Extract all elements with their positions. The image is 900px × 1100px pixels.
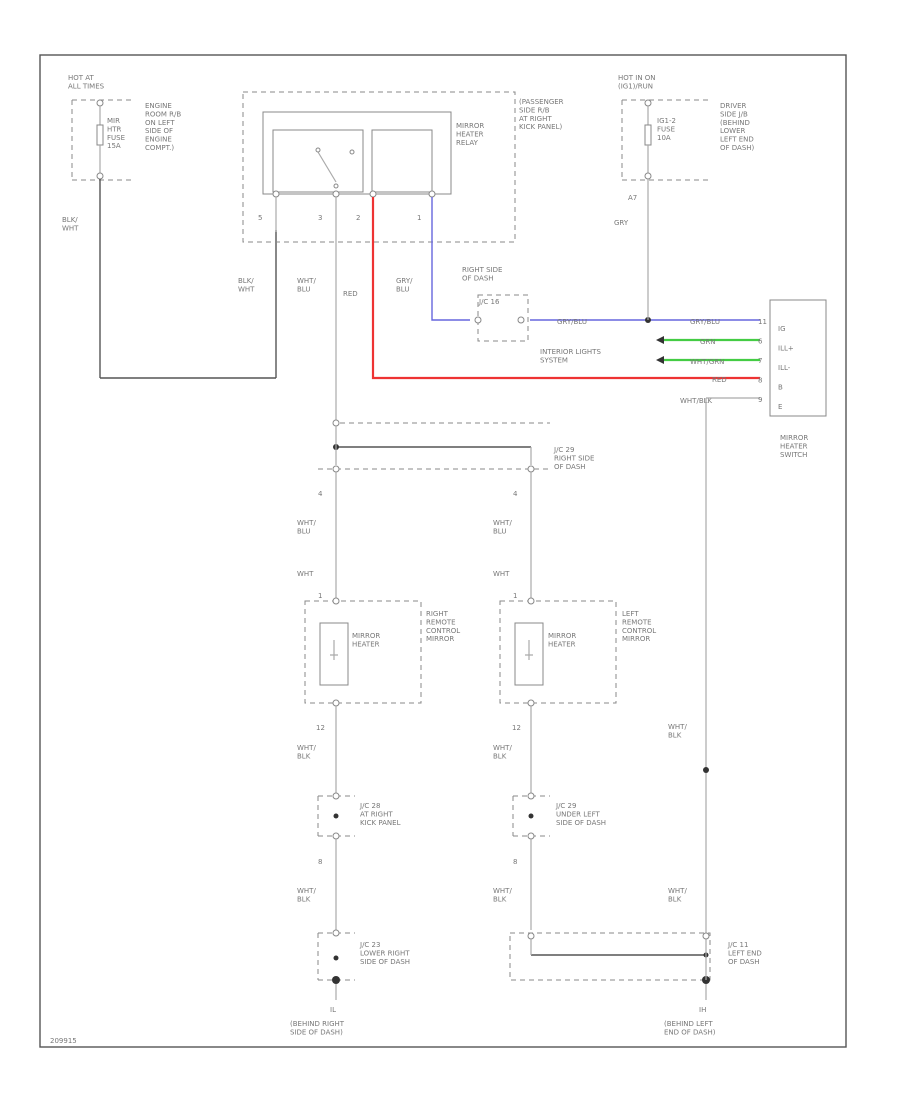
left-fuse-box bbox=[71, 99, 135, 181]
wire-color-gry-blu-h2: GRY/BLU bbox=[690, 318, 720, 326]
wire-color-wht-grn: WHT/GRN bbox=[690, 358, 724, 366]
relay-pin-5: 5 bbox=[258, 214, 262, 222]
wire-color-red: RED bbox=[343, 290, 358, 298]
ground-splice-dot bbox=[703, 767, 709, 773]
right-fuse-box bbox=[621, 99, 710, 181]
ground-ih-id: IH bbox=[699, 1006, 706, 1014]
jc11-box bbox=[509, 932, 711, 981]
relay-pin-2-node bbox=[369, 190, 377, 198]
left-remote-mirror-box bbox=[499, 600, 617, 704]
fuse-pin-a7: A7 bbox=[628, 194, 637, 202]
left-fuse-15a bbox=[96, 124, 104, 146]
wire-gry-blu bbox=[431, 197, 470, 321]
relay-pin-1: 1 bbox=[417, 214, 421, 222]
wire-color-wht-blk: WHT/BLK bbox=[680, 397, 713, 405]
jc16-box bbox=[477, 294, 529, 342]
jc29-pin-4-left: 4 bbox=[318, 490, 323, 498]
relay-switch-area bbox=[272, 129, 364, 193]
left-mirror-heater bbox=[514, 622, 544, 686]
relay-coil bbox=[371, 129, 433, 193]
diagram-code: 209915 bbox=[50, 1037, 77, 1045]
jc28-kick-panel bbox=[317, 792, 355, 840]
left-mirror-pin-1: 1 bbox=[513, 592, 517, 600]
passenger-rb-box bbox=[242, 91, 516, 243]
relay-pin-2: 2 bbox=[356, 214, 360, 222]
wire-red bbox=[371, 197, 760, 380]
wire-color-wht-blu: WHT/BLU bbox=[297, 277, 316, 293]
wire-color-gry-blu: GRY/BLU bbox=[396, 277, 413, 293]
mirror-heater-relay bbox=[262, 111, 452, 195]
right-mirror-pin-1: 1 bbox=[318, 592, 322, 600]
right-mirror-pin-12: 12 bbox=[316, 724, 325, 732]
jc16-label: J/C 16 bbox=[478, 298, 500, 306]
wire-color-wht-right: WHT bbox=[493, 570, 510, 578]
wire-color-grn: GRN bbox=[700, 338, 716, 346]
right-fuse-10a bbox=[644, 124, 652, 146]
wire-color-red-h: RED bbox=[712, 376, 727, 384]
jc29-pin-8: 8 bbox=[513, 858, 517, 866]
relay-pin-3: 3 bbox=[318, 214, 322, 222]
wire-color-wht-blk-right: WHT/BLK bbox=[668, 723, 687, 739]
wire-color-wht-blk-left: WHT/BLK bbox=[297, 744, 316, 760]
wire-color-wht-blu-left: WHT/BLU bbox=[297, 519, 316, 535]
left-mirror-pin-12: 12 bbox=[512, 724, 521, 732]
jc29-pin-4-right: 4 bbox=[513, 490, 518, 498]
jc23-lower-right bbox=[317, 929, 355, 984]
right-mirror-heater bbox=[319, 622, 349, 686]
relay-pin-1-node bbox=[428, 190, 436, 198]
wire-color-blk-wht-mid: BLK/WHT bbox=[238, 277, 255, 293]
wire-color-wht-left: WHT bbox=[297, 570, 314, 578]
wire-color-wht-blk-mid: WHT/BLK bbox=[493, 744, 512, 760]
jc28-pin-8: 8 bbox=[318, 858, 322, 866]
wire-color-wht-blk-mid-2: WHT/BLK bbox=[493, 887, 512, 903]
hot-in-on-label: HOT IN ON(IG1)/RUN bbox=[618, 74, 656, 90]
wire-color-gry-blu-h: GRY/BLU bbox=[557, 318, 587, 326]
wire-color-blk-wht-top: BLK/WHT bbox=[62, 216, 79, 232]
ground-il-id: IL bbox=[330, 1006, 336, 1014]
left-fuse-node-top bbox=[96, 99, 104, 107]
right-remote-mirror-box bbox=[304, 600, 422, 704]
arrow-wht-grn bbox=[656, 356, 664, 364]
diagram-frame bbox=[39, 54, 847, 1048]
wire-color-wht-blk-left-2: WHT/BLK bbox=[297, 887, 316, 903]
jc29-under-left bbox=[512, 792, 550, 840]
wire-color-wht-blu-right: WHT/BLU bbox=[493, 519, 512, 535]
arrow-grn bbox=[656, 336, 664, 344]
relay-pin-5-node bbox=[272, 190, 280, 198]
wire-color-gry: GRY bbox=[614, 219, 629, 227]
relay-pin-3-node bbox=[332, 190, 340, 198]
wire-color-wht-blk-right-2: WHT/BLK bbox=[668, 887, 687, 903]
left-fuse-node-bottom bbox=[96, 172, 104, 180]
relay-contact-arm bbox=[317, 151, 337, 183]
mirror-heater-switch bbox=[769, 299, 827, 417]
